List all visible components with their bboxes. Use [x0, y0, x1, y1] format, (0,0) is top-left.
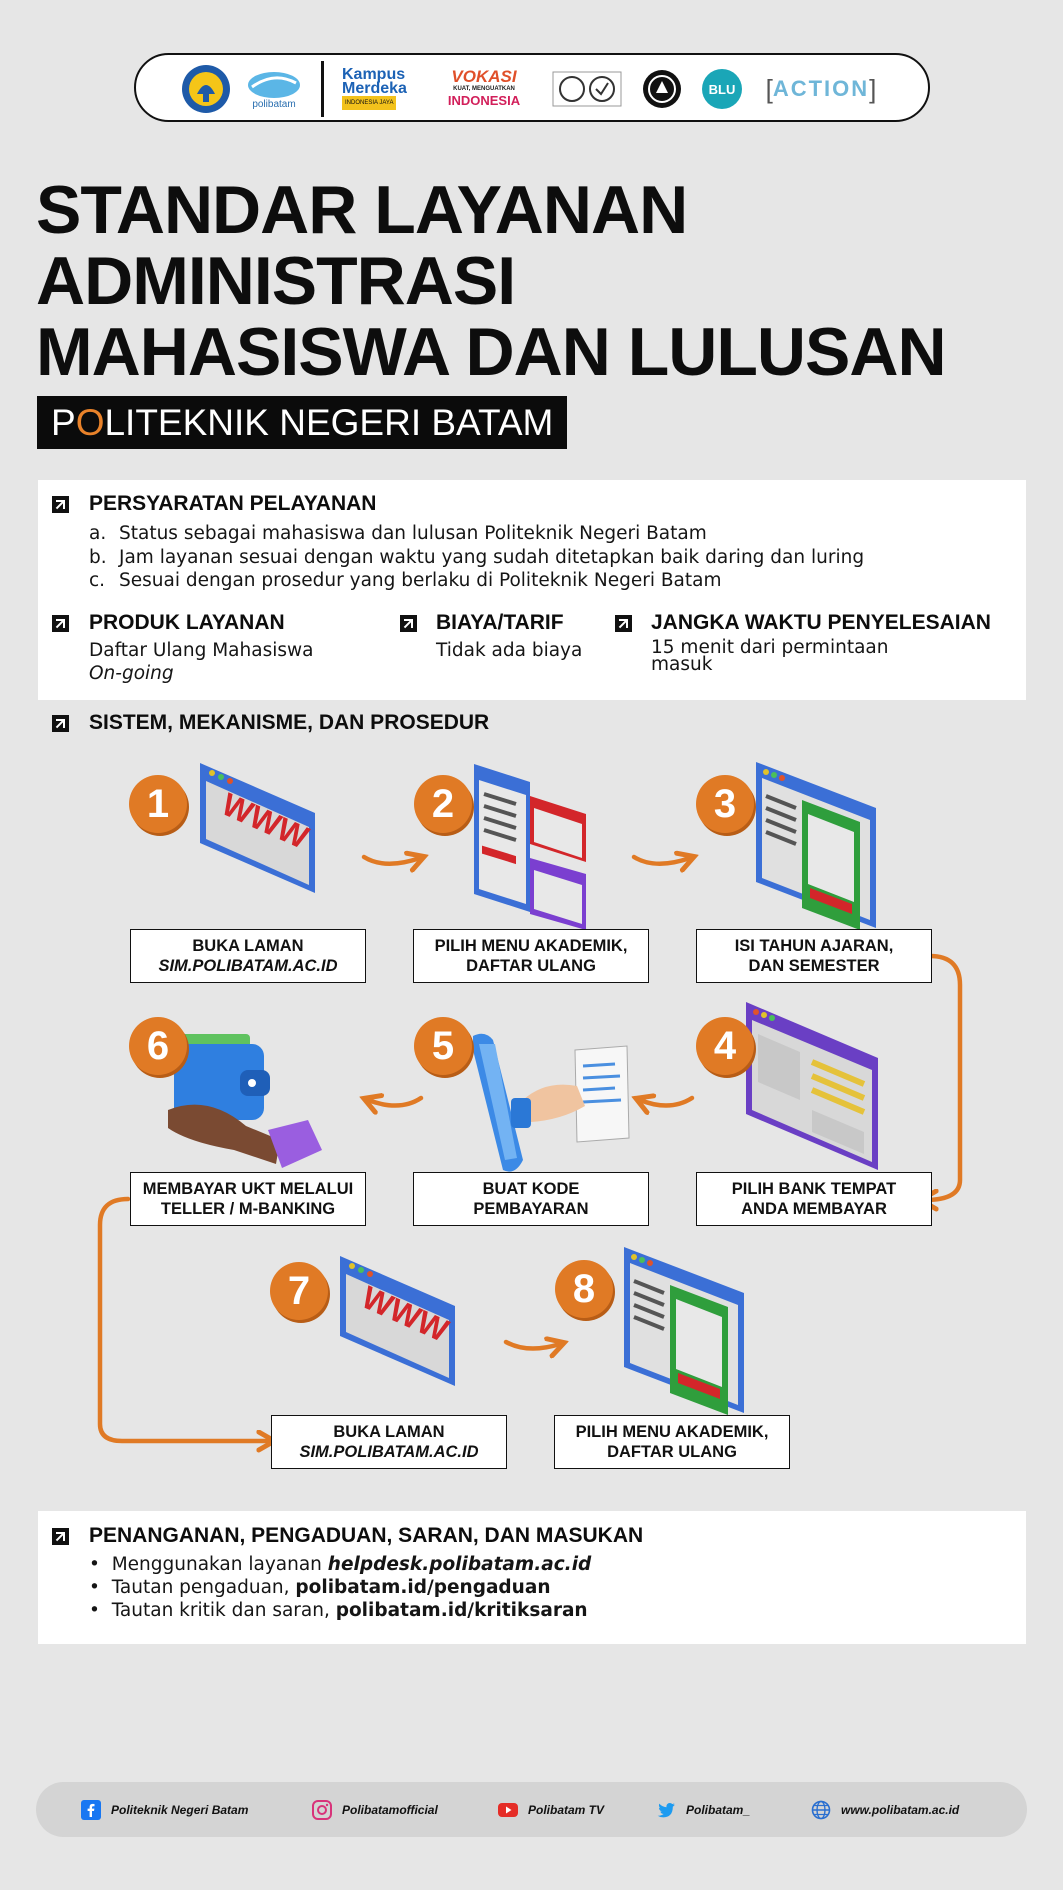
step-number-badge: 7 [270, 1262, 328, 1320]
persyaratan-heading: PERSYARATAN PELAYANAN [89, 492, 377, 515]
kampus-merdeka-logo: Kampus Merdeka INDONESIA JAYA [342, 67, 428, 111]
produk-status: On-going [89, 663, 174, 684]
action-logo: [ ACTION ] [765, 73, 877, 104]
blu-logo: BLU [700, 67, 744, 111]
bank-select-window-illustration [746, 1002, 878, 1170]
instagram-link[interactable]: Polibatamofficial [312, 1800, 438, 1820]
arrow-up-right-icon [400, 615, 417, 632]
logo-bar: polibatam Kampus Merdeka INDONESIA JAYA … [134, 53, 930, 122]
list-item: • Tautan pengaduan, polibatam.id/pengadu… [89, 1577, 551, 1598]
produk-value: Daftar Ulang Mahasiswa [89, 640, 314, 661]
instagram-icon [312, 1800, 332, 1820]
jangka-value-cont: masuk [651, 654, 713, 675]
page-title: STANDAR LAYANAN ADMINISTRASI MAHASISWA D… [36, 172, 947, 390]
facebook-link[interactable]: Politeknik Negeri Batam [81, 1800, 248, 1820]
jangka-value: 15 menit dari permintaan [651, 637, 889, 658]
form-window-illustration [624, 1247, 744, 1415]
step-number-badge: 2 [414, 775, 472, 833]
step-7-box: BUKA LAMAN SIM.POLIBATAM.AC.ID [271, 1415, 507, 1469]
step-number-badge: 3 [696, 775, 754, 833]
service-info-card: PERSYARATAN PELAYANAN a. Status sebagai … [38, 480, 1026, 700]
arrow-up-right-icon [52, 715, 69, 732]
step-number-badge: 8 [555, 1260, 613, 1318]
step-number-badge: 6 [129, 1017, 187, 1075]
list-marker: a. [89, 523, 107, 544]
social-footer: Politeknik Negeri Batam Polibatamofficia… [36, 1782, 1027, 1837]
twitter-icon [657, 1803, 675, 1818]
list-marker: b. [89, 547, 107, 568]
emblem-logo [640, 67, 684, 111]
browser-www-illustration: WWW [340, 1256, 455, 1386]
form-window-illustration [756, 762, 876, 930]
payment-receipt-illustration [473, 1033, 630, 1172]
polibatam-logo: polibatam [244, 67, 304, 111]
step-number-badge: 5 [414, 1017, 472, 1075]
arrow-up-right-icon [615, 615, 632, 632]
step-3-box: ISI TAHUN AJARAN, DAN SEMESTER [696, 929, 932, 983]
browser-www-illustration: WWW [200, 763, 315, 893]
kritiksaran-link[interactable]: polibatam.id/kritiksaran [335, 1600, 588, 1621]
facebook-icon [81, 1800, 101, 1820]
sistem-heading: SISTEM, MEKANISME, DAN PROSEDUR [89, 711, 490, 734]
kemendikbud-logo [180, 65, 232, 113]
globe-icon [811, 1800, 831, 1820]
step-number-badge: 1 [129, 775, 187, 833]
step-number-badge: 4 [696, 1017, 754, 1075]
youtube-icon [498, 1803, 518, 1817]
list-item: Jam layanan sesuai dengan waktu yang sud… [119, 547, 865, 568]
website-link[interactable]: www.polibatam.ac.id [811, 1800, 959, 1820]
list-item: • Tautan kritik dan saran, polibatam.id/… [89, 1600, 588, 1621]
penanganan-heading: PENANGANAN, PENGADUAN, SARAN, DAN MASUKA… [89, 1524, 644, 1547]
helpdesk-link[interactable]: helpdesk.polibatam.ac.id [327, 1554, 592, 1575]
arrow-up-right-icon [52, 615, 69, 632]
step-6-box: MEMBAYAR UKT MELALUI TELLER / M-BANKING [130, 1172, 366, 1226]
produk-heading: PRODUK LAYANAN [89, 611, 285, 634]
youtube-link[interactable]: Polibatam TV [498, 1800, 604, 1820]
step-4-box: PILIH BANK TEMPAT ANDA MEMBAYAR [696, 1172, 932, 1226]
list-marker: c. [89, 570, 106, 591]
step-8-box: PILIH MENU AKADEMIK, DAFTAR ULANG [554, 1415, 790, 1469]
list-item: • Menggunakan layanan helpdesk.polibatam… [89, 1554, 592, 1575]
biaya-value: Tidak ada biaya [436, 640, 583, 661]
logo-separator [321, 61, 324, 117]
twitter-link[interactable]: Polibatam_ [656, 1800, 750, 1820]
biaya-heading: BIAYA/TARIF [436, 611, 564, 634]
vokasi-logo: VOKASI KUAT, MENGUATKAN INDONESIA [447, 67, 521, 108]
wallet-hand-illustration [168, 1034, 322, 1168]
list-item: Sesuai dengan prosedur yang berlaku di P… [119, 570, 722, 591]
institution-subtitle: POLITEKNIK NEGERI BATAM [37, 396, 568, 449]
certification-logo [552, 67, 622, 111]
jangka-heading: JANGKA WAKTU PENYELESAIAN [651, 611, 991, 634]
menu-windows-illustration [474, 764, 586, 930]
complaint-handling-card: PENANGANAN, PENGADUAN, SARAN, DAN MASUKA… [38, 1511, 1026, 1644]
arrow-up-right-icon [52, 1528, 69, 1545]
arrow-up-right-icon [52, 496, 69, 513]
step-2-box: PILIH MENU AKADEMIK, DAFTAR ULANG [413, 929, 649, 983]
step-1-box: BUKA LAMAN SIM.POLIBATAM.AC.ID [130, 929, 366, 983]
pengaduan-link[interactable]: polibatam.id/pengaduan [295, 1577, 551, 1598]
list-item: Status sebagai mahasiswa dan lulusan Pol… [119, 523, 707, 544]
step-5-box: BUAT KODE PEMBAYARAN [413, 1172, 649, 1226]
